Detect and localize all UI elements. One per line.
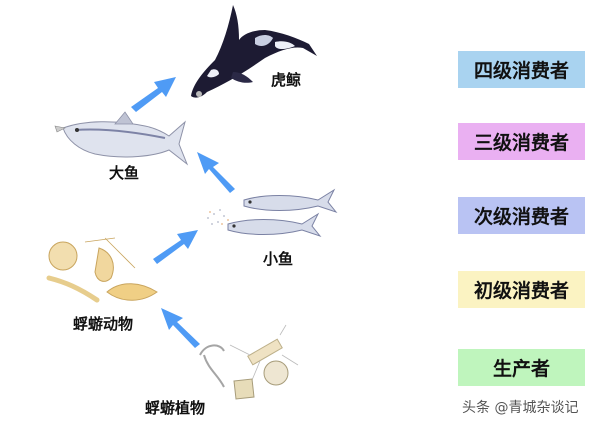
- label-zooplankton: 蜉蝣动物: [73, 315, 134, 333]
- arrow-shape: [153, 230, 198, 264]
- level-quaternary-consumer: 四级消费者: [458, 51, 585, 88]
- zooplankton-illustration: [46, 237, 158, 303]
- arrow-shape: [161, 308, 200, 348]
- label-small-fish: 小鱼: [263, 250, 294, 268]
- big-fish-illustration: [54, 111, 189, 166]
- orca-illustration: [191, 5, 317, 98]
- label-phytoplankton: 蜉蝣植物: [145, 399, 206, 417]
- level-secondary-consumer: 次级消费者: [458, 197, 585, 234]
- phytoplankton-illustration: [199, 324, 299, 400]
- arrow-shape: [197, 152, 235, 193]
- label-big-fish: 大鱼: [109, 164, 140, 182]
- arrow-shape: [131, 77, 176, 112]
- level-primary-consumer: 初级消费者: [458, 271, 585, 308]
- level-producer: 生产者: [458, 349, 585, 386]
- watermark: 头条 @青城杂谈记: [462, 400, 579, 416]
- label-orca: 虎鲸: [271, 71, 302, 89]
- small-fish-illustration: [207, 188, 338, 238]
- level-tertiary-consumer: 三级消费者: [458, 123, 585, 160]
